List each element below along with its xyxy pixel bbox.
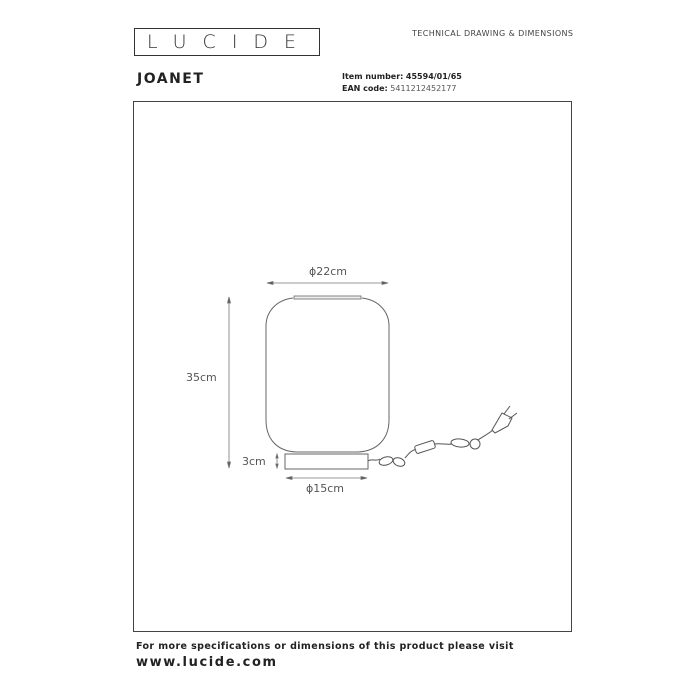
top-diameter-label: ϕ22cm bbox=[309, 265, 348, 278]
ean-label: EAN code: bbox=[342, 84, 388, 93]
base-height-dimension-line bbox=[275, 452, 279, 470]
ean-value: 5411212452177 bbox=[390, 84, 457, 93]
lamp-glass-shade bbox=[265, 297, 390, 453]
lamp-top-cap bbox=[293, 295, 362, 300]
product-meta: Item number: 45594/01/65 EAN code: 54112… bbox=[342, 71, 462, 95]
product-name: JOANET bbox=[137, 71, 205, 87]
power-plug bbox=[491, 412, 513, 434]
lamp-base bbox=[284, 453, 369, 470]
inline-switch bbox=[414, 440, 436, 454]
brand-logo-text: LUCIDE bbox=[135, 29, 319, 55]
drawing-frame bbox=[133, 101, 572, 632]
item-number-label: Item number: bbox=[342, 72, 404, 81]
brand-logo: LUCIDE bbox=[134, 28, 320, 56]
power-cable bbox=[367, 405, 518, 467]
base-diameter-label: ϕ15cm bbox=[306, 482, 345, 495]
height-label: 35cm bbox=[186, 371, 217, 384]
footer-info-text: For more specifications or dimensions of… bbox=[136, 641, 514, 652]
ean-row: EAN code: 5411212452177 bbox=[342, 83, 462, 95]
item-number-value: 45594/01/65 bbox=[405, 72, 462, 81]
document-type: TECHNICAL DRAWING & DIMENSIONS bbox=[412, 29, 574, 38]
top-diameter-dimension-line bbox=[266, 280, 389, 286]
logo-letters: LUCIDE bbox=[147, 31, 313, 53]
height-dimension-line bbox=[226, 296, 232, 469]
item-number-row: Item number: 45594/01/65 bbox=[342, 71, 462, 83]
base-height-label: 3cm bbox=[242, 455, 266, 468]
base-diameter-dimension-line bbox=[285, 475, 368, 481]
website-link[interactable]: www.lucide.com bbox=[136, 655, 278, 670]
